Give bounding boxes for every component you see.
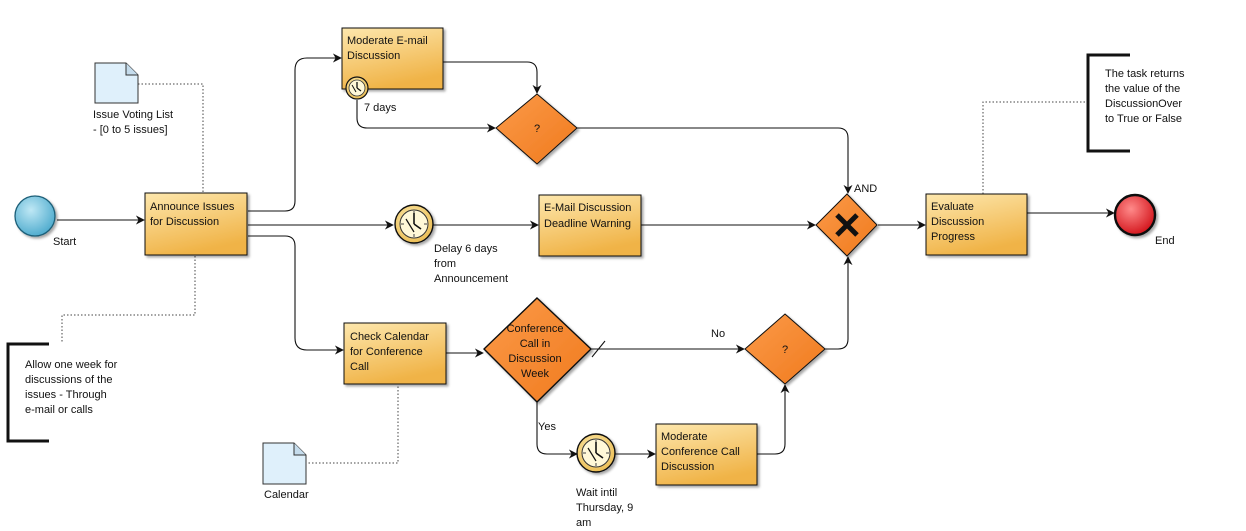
timer-wait-label: Thursday, 9 [576, 502, 633, 514]
gateway-label: Conference [507, 323, 564, 335]
annotation-line: discussions of the [25, 374, 112, 386]
annotation-line: DiscussionOver [1105, 98, 1182, 110]
task-label: Moderate [661, 431, 707, 443]
flow-decision-yes[interactable] [536, 402, 578, 459]
task-moderate-call[interactable]: Moderate Conference Call Discussion [655, 423, 758, 486]
annotation-evaluate: The task returns the value of the Discus… [1086, 53, 1185, 153]
task-label: Conference Call [661, 446, 740, 458]
flow-label-yes: Yes [538, 421, 556, 433]
task-label: E-Mail Discussion [544, 202, 631, 214]
associations [61, 83, 1086, 464]
end-event[interactable]: End [1113, 193, 1175, 247]
calendar-label: Calendar [264, 489, 309, 501]
timer-wait[interactable] [576, 433, 616, 473]
assoc-week-annotation [61, 256, 196, 342]
flow-email-or-to-and[interactable] [576, 127, 853, 194]
task-label: for Conference [350, 346, 423, 358]
and-label: AND [854, 183, 877, 195]
annotation-line: issues - Through [25, 389, 107, 401]
timer-boundary-email[interactable] [345, 76, 369, 100]
task-label: Discussion [661, 461, 714, 473]
end-label: End [1155, 235, 1175, 247]
task-label: Progress [931, 231, 976, 243]
gateway-label: ? [782, 344, 788, 356]
flow-moderate-call-to-or[interactable] [757, 384, 790, 455]
task-label: Check Calendar [350, 331, 429, 343]
default-flow-slash [591, 340, 606, 358]
annotation-line: the value of the [1105, 83, 1180, 95]
task-label: for Discussion [150, 216, 219, 228]
annotation-line: e-mail or calls [25, 404, 93, 416]
start-label: Start [53, 236, 76, 248]
task-label: Deadline Warning [544, 218, 631, 230]
flow-announce-to-moderate-email[interactable] [248, 53, 342, 212]
task-label: Announce Issues [150, 201, 235, 213]
and-cross-icon [835, 213, 859, 237]
start-event[interactable]: Start [14, 195, 76, 248]
flow-call-or-to-and[interactable] [825, 256, 853, 350]
timer-delay-label: Delay 6 days [434, 243, 498, 255]
gateway-label: Discussion [508, 353, 561, 365]
task-label: Moderate E-mail [347, 35, 428, 47]
issue-list-label: Issue Voting List [93, 109, 173, 121]
task-announce-issues[interactable]: Announce Issues for Discussion [144, 192, 248, 256]
issue-list-label: - [0 to 5 issues] [93, 124, 168, 136]
gateway-label: ? [534, 123, 540, 135]
task-email-warning[interactable]: E-Mail Discussion Deadline Warning [538, 194, 642, 257]
gateway-label: Call in [520, 338, 551, 350]
data-object-issue-list[interactable] [94, 62, 139, 104]
timer-delay[interactable] [394, 204, 434, 244]
sequence-flows [57, 53, 1115, 459]
timer-wait-label: Wait intil [576, 487, 617, 499]
task-evaluate-progress[interactable]: Evaluate Discussion Progress [925, 193, 1028, 256]
timer-wait-label: am [576, 517, 591, 529]
assoc-calendar [306, 383, 399, 464]
assoc-issue-list [138, 83, 204, 193]
timer-delay-label: from [434, 258, 456, 270]
task-label: Discussion [347, 50, 400, 62]
data-object-calendar[interactable] [262, 442, 307, 485]
annotation-line: to True or False [1105, 113, 1182, 125]
assoc-evaluate-annotation [982, 101, 1086, 194]
annotation-line: Allow one week for [25, 359, 118, 371]
annotation-week: Allow one week for discussions of the is… [6, 342, 118, 443]
gateway-and[interactable] [815, 193, 878, 257]
flow-moderate-email-to-or[interactable] [443, 61, 542, 94]
timer-delay-label: Announcement [434, 273, 508, 285]
task-label: Evaluate [931, 201, 974, 213]
timer-email-label: 7 days [364, 102, 397, 114]
flow-announce-to-check-calendar[interactable] [248, 235, 344, 355]
gateway-call-or[interactable]: ? [744, 313, 826, 385]
task-check-calendar[interactable]: Check Calendar for Conference Call [343, 322, 447, 385]
gateway-label: Week [521, 368, 549, 380]
task-label: Call [350, 361, 369, 373]
flow-label-no: No [711, 328, 725, 340]
gateway-email-or[interactable]: ? [495, 93, 578, 165]
annotation-line: The task returns [1105, 68, 1185, 80]
task-label: Discussion [931, 216, 984, 228]
flow-email-timer-to-or[interactable] [356, 100, 496, 133]
gateway-conference-decision[interactable]: Conference Call in Discussion Week [483, 297, 593, 403]
